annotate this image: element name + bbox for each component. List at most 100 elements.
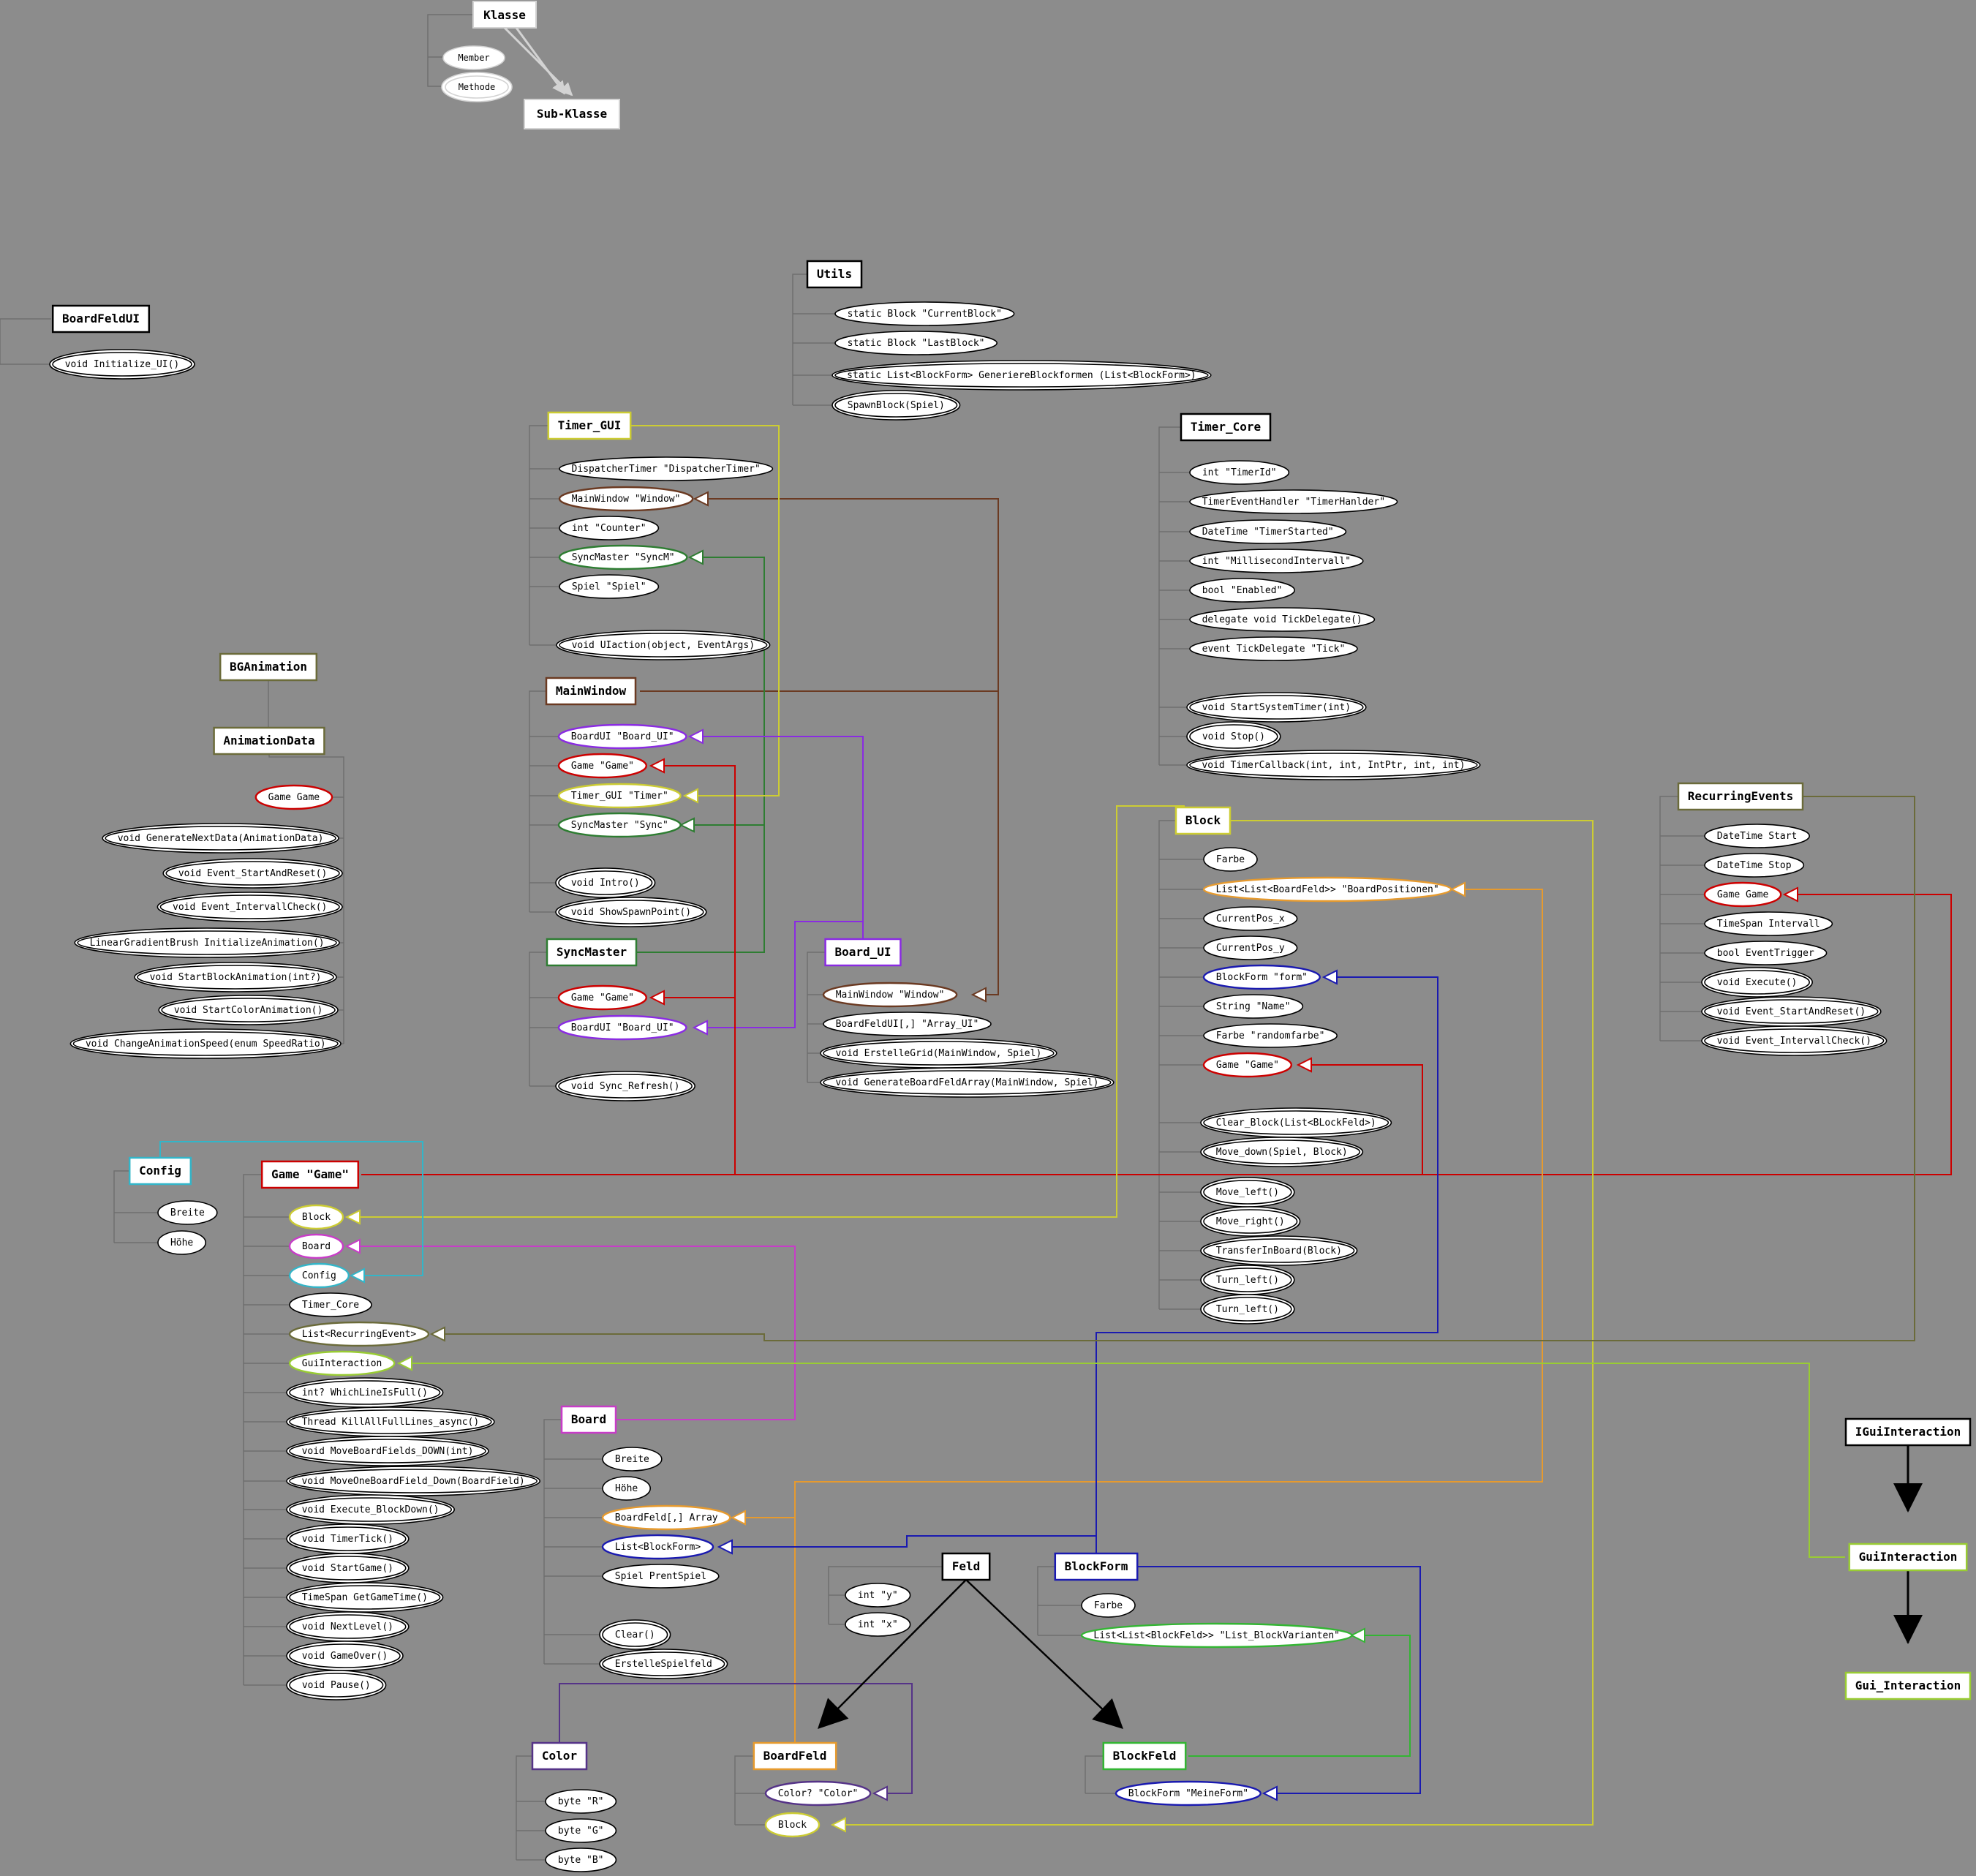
class-blockform-member-farbe[interactable]: Farbe — [1081, 1593, 1136, 1618]
class-gui-interaction-box[interactable]: Gui_Interaction — [1844, 1671, 1972, 1700]
class-color-member-byte-r[interactable]: byte "R" — [545, 1789, 617, 1814]
class-config-box[interactable]: Config — [128, 1156, 192, 1186]
class-board-ui-member-boardfeldui-array-ui[interactable]: BoardFeldUI[,] "Array_UI" — [823, 1012, 992, 1036]
class-game-member-config[interactable]: Config — [288, 1262, 350, 1289]
class-board-ui-box[interactable]: Board_UI — [824, 938, 902, 967]
class-block-method-move-down-spiel-block[interactable]: Move_down(Spiel, Block) — [1200, 1137, 1364, 1167]
class-board-member-breite[interactable]: Breite — [602, 1447, 663, 1472]
class-game-method-void-moveboardfields-down-int[interactable]: void MoveBoardFields_DOWN(int) — [286, 1436, 489, 1466]
class-board-ui-method-void-erstellegrid-mainwindow-spiel[interactable]: void ErstelleGrid(MainWindow, Spiel) — [820, 1038, 1057, 1069]
class-boardfeldui-box[interactable]: BoardFeldUI — [51, 304, 151, 334]
class-color-box[interactable]: Color — [531, 1741, 588, 1771]
class-timer-core-method-void-timercallback-int-int-intptr-int-int[interactable]: void TimerCallback(int, int, IntPtr, int… — [1186, 750, 1481, 780]
class-game-member-timer-core[interactable]: Timer_Core — [289, 1292, 372, 1317]
class-block-member-currentpos-y[interactable]: CurrentPos_y — [1203, 935, 1298, 960]
class-recurringevents-method-void-event-intervallcheck[interactable]: void Event_IntervallCheck() — [1701, 1025, 1888, 1056]
class-animationdata-method-void-generatenextdata-animationdata[interactable]: void GenerateNextData(AnimationData) — [102, 823, 339, 854]
class-color-member-byte-g[interactable]: byte "G" — [545, 1818, 617, 1843]
class-recurringevents-member-timespan-intervall[interactable]: TimeSpan Intervall — [1704, 911, 1833, 936]
class-timer-gui-member-dispatchertimer-dispatchertimer[interactable]: DispatcherTimer "DispatcherTimer" — [559, 456, 774, 481]
class-color-member-byte-b[interactable]: byte "B" — [545, 1847, 617, 1872]
class-recurringevents-member-datetime-start[interactable]: DateTime Start — [1704, 824, 1810, 848]
class-animationdata-method-void-startblockanimation-int[interactable]: void StartBlockAnimation(int?) — [134, 962, 337, 992]
class-game-member-block[interactable]: Block — [288, 1204, 344, 1230]
class-bganimation-box[interactable]: BGAnimation — [219, 652, 318, 682]
class-timer-core-box[interactable]: Timer_Core — [1180, 413, 1272, 442]
class-timer-gui-member-mainwindow-window[interactable]: MainWindow "Window" — [558, 486, 694, 512]
class-iguiinteraction-box[interactable]: IGuiInteraction — [1844, 1417, 1972, 1447]
class-game-box[interactable]: Game "Game" — [260, 1160, 360, 1189]
class-block-box[interactable]: Block — [1174, 806, 1232, 835]
class-board-member-h-he[interactable]: Höhe — [602, 1476, 651, 1501]
class-game-member-guiinteraction[interactable]: GuiInteraction — [288, 1350, 396, 1376]
class-game-member-list-recurringevent[interactable]: List<RecurringEvent> — [288, 1321, 430, 1347]
class-timer-core-member-int-timerid[interactable]: int "TimerId" — [1189, 460, 1290, 485]
class-block-member-farbe-randomfarbe[interactable]: Farbe "randomfarbe" — [1203, 1023, 1338, 1048]
class-mainwindow-member-game-game[interactable]: Game "Game" — [557, 753, 648, 779]
class-mainwindow-method-void-showspawnpoint[interactable]: void ShowSpawnPoint() — [555, 897, 707, 927]
class-timer-core-member-timereventhandler-timerhanlder[interactable]: TimerEventHandler "TimerHanlder" — [1189, 489, 1398, 514]
class-mainwindow-member-boardui-board-ui[interactable]: BoardUI "Board_UI" — [557, 723, 687, 750]
class-boardfeld-box[interactable]: BoardFeld — [753, 1741, 837, 1771]
class-animationdata-method-void-event-intervallcheck[interactable]: void Event_IntervallCheck() — [157, 892, 343, 922]
class-block-member-blockform-form[interactable]: BlockForm "form" — [1202, 964, 1321, 990]
class-block-method-turn-left[interactable]: Turn_left() — [1200, 1265, 1295, 1295]
class-config-member-h-he[interactable]: Höhe — [157, 1230, 206, 1255]
class-boardfeldui-method-void-initialize-ui[interactable]: void Initialize_UI() — [49, 349, 195, 380]
class-blockform-member-list-list-blockfeld-list-blockvarianten[interactable]: List<List<BlockFeld>> "List_BlockVariant… — [1080, 1622, 1353, 1649]
class-boardfeld-member-block[interactable]: Block — [764, 1812, 821, 1838]
class-timer-gui-method-void-uiaction-object-eventargs[interactable]: void UIaction(object, EventArgs) — [556, 630, 771, 660]
class-game-method-thread-killallfulllines-async[interactable]: Thread KillAllFullLines_async() — [286, 1406, 495, 1437]
class-game-method-int-whichlineisfull[interactable]: int? WhichLineIsFull() — [286, 1377, 444, 1408]
class-game-method-void-execute-blockdown[interactable]: void Execute_BlockDown() — [286, 1494, 455, 1525]
class-game-method-void-startgame[interactable]: void StartGame() — [286, 1553, 410, 1583]
class-board-member-list-blockform[interactable]: List<BlockForm> — [601, 1534, 714, 1560]
class-game-method-void-nextlevel[interactable]: void NextLevel() — [286, 1611, 410, 1642]
class-timer-core-method-void-startsystemtimer-int[interactable]: void StartSystemTimer(int) — [1186, 692, 1367, 723]
class-game-member-board[interactable]: Board — [288, 1233, 344, 1259]
class-block-method-move-left[interactable]: Move_left() — [1200, 1177, 1295, 1208]
class-mainwindow-box[interactable]: MainWindow — [545, 677, 637, 706]
class-board-method-clear[interactable]: Clear() — [599, 1619, 671, 1650]
class-board-method-erstellespielfeld[interactable]: ErstelleSpielfeld — [599, 1649, 728, 1679]
class-utils-method-spawnblock-spiel[interactable]: SpawnBlock(Spiel) — [831, 390, 961, 421]
class-mainwindow-method-void-intro[interactable]: void Intro() — [555, 867, 656, 898]
class-recurringevents-box[interactable]: RecurringEvents — [1677, 782, 1804, 811]
class-block-member-farbe[interactable]: Farbe — [1203, 847, 1258, 872]
class-game-method-void-moveoneboardfield-down-boardfield[interactable]: void MoveOneBoardField_Down(BoardField) — [286, 1466, 540, 1496]
class-timer-gui-member-syncmaster-syncm[interactable]: SyncMaster "SyncM" — [558, 544, 688, 570]
class-animationdata-method-void-startcoloranimation[interactable]: void StartColorAnimation() — [158, 995, 339, 1025]
class-animationdata-member-game-game[interactable]: Game Game — [254, 784, 333, 810]
class-utils-method-static-list-blockform-generiereblockformen-list-blockform[interactable]: static List<BlockForm> GeneriereBlockfor… — [831, 360, 1212, 391]
class-recurringevents-member-datetime-stop[interactable]: DateTime Stop — [1704, 853, 1805, 878]
class-recurringevents-method-void-execute[interactable]: void Execute() — [1701, 967, 1813, 998]
class-timer-gui-member-spiel-spiel[interactable]: Spiel "Spiel" — [559, 574, 660, 599]
class-block-member-game-game[interactable]: Game "Game" — [1202, 1052, 1293, 1078]
class-timer-core-member-bool-enabled[interactable]: bool "Enabled" — [1189, 578, 1295, 603]
class-board-box[interactable]: Board — [560, 1405, 617, 1434]
class-blockfeld-member-blockform-meineform[interactable]: BlockForm "MeineForm" — [1115, 1780, 1262, 1807]
class-block-member-currentpos-x[interactable]: CurrentPos_x — [1203, 906, 1298, 931]
class-mainwindow-member-syncmaster-sync[interactable]: SyncMaster "Sync" — [557, 812, 682, 838]
class-block-member-list-list-boardfeld-boardpositionen[interactable]: List<List<BoardFeld>> "BoardPositionen" — [1202, 876, 1452, 903]
class-board-member-boardfeld-array[interactable]: BoardFeld[,] Array — [601, 1504, 731, 1531]
class-syncmaster-method-void-sync-refresh[interactable]: void Sync_Refresh() — [555, 1071, 695, 1101]
class-timer-core-member-delegate-void-tickdelegate[interactable]: delegate void TickDelegate() — [1189, 607, 1376, 632]
class-timer-gui-member-int-counter[interactable]: int "Counter" — [559, 516, 660, 540]
class-timer-core-member-datetime-timerstarted[interactable]: DateTime "TimerStarted" — [1189, 519, 1347, 544]
class-board-ui-method-void-generateboardfeldarray-mainwindow-spiel[interactable]: void GenerateBoardFeldArray(MainWindow, … — [820, 1067, 1115, 1098]
class-utils-member-static-block-currentblock[interactable]: static Block "CurrentBlock" — [834, 301, 1015, 326]
class-syncmaster-member-boardui-board-ui[interactable]: BoardUI "Board_UI" — [557, 1014, 687, 1041]
class-utils-box[interactable]: Utils — [806, 260, 863, 289]
class-animationdata-method-lineargradientbrush-initializeanimation[interactable]: LinearGradientBrush InitializeAnimation(… — [74, 927, 340, 958]
class-block-method-turn-left[interactable]: Turn_left() — [1200, 1294, 1295, 1325]
class-mainwindow-member-timer-gui-timer[interactable]: Timer_GUI "Timer" — [557, 783, 682, 809]
class-config-member-breite[interactable]: Breite — [157, 1200, 218, 1225]
class-syncmaster-member-game-game[interactable]: Game "Game" — [557, 984, 648, 1011]
class-block-method-transferinboard-block[interactable]: TransferInBoard(Block) — [1200, 1235, 1358, 1266]
class-feld-member-int-y[interactable]: int "y" — [845, 1583, 911, 1608]
class-blockfeld-box[interactable]: BlockFeld — [1102, 1741, 1187, 1771]
class-feld-member-int-x[interactable]: int "x" — [845, 1612, 911, 1637]
class-board-member-spiel-prentspiel[interactable]: Spiel PrentSpiel — [602, 1564, 720, 1589]
class-animationdata-method-void-changeanimationspeed-enum-speedratio[interactable]: void ChangeAnimationSpeed(enum SpeedRati… — [69, 1028, 342, 1059]
